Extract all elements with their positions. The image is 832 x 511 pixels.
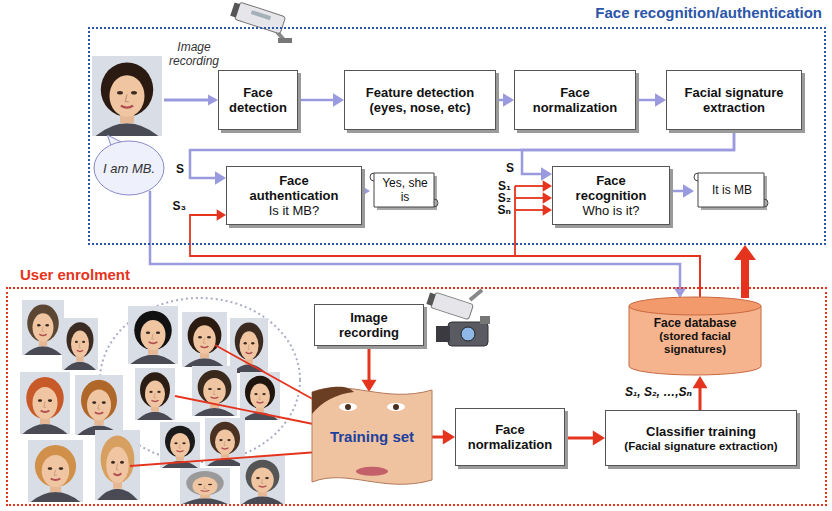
face-photo	[92, 56, 162, 136]
connector-arrow	[670, 184, 694, 198]
connector-line	[565, 437, 594, 440]
signature-label: S₁, S₂, …,Sₙ	[598, 385, 692, 399]
node-title: Feature detection (eyes, nose, etc)	[351, 85, 489, 115]
signature-label: S	[498, 162, 514, 174]
process-box: Face recognitionWho is it?	[552, 166, 670, 225]
collage-lines	[130, 345, 318, 466]
camera-icon	[426, 290, 482, 320]
node-title: Face normalization	[462, 422, 558, 452]
arrow-head	[543, 180, 552, 191]
arrow-head	[503, 93, 514, 107]
arrow-head	[541, 167, 552, 181]
node-title: Face authentication	[233, 173, 355, 203]
connector-line	[670, 190, 685, 193]
connector-line	[515, 185, 544, 187]
connector-arrow	[693, 376, 708, 410]
signature-label: Sₙ	[493, 204, 511, 216]
arrow-head	[215, 171, 226, 185]
process-box: Feature detection (eyes, nose, etc)	[344, 70, 496, 130]
node-title: Face normalization	[521, 85, 629, 115]
signature-label: S₂	[493, 192, 511, 204]
training-set: Training set	[312, 384, 432, 488]
node-subtitle: (Facial signature extraction)	[624, 439, 777, 453]
connector-arrow	[565, 431, 605, 446]
node-title: Facial signature extraction	[673, 85, 795, 115]
connector-line	[368, 346, 371, 381]
connector-arrow	[734, 245, 756, 298]
process-box: Facial signature extraction	[666, 70, 802, 130]
arrow-head	[683, 184, 694, 198]
connector-line	[636, 99, 657, 102]
speech-bubble: I am MB.	[93, 140, 165, 196]
connector-line	[515, 209, 544, 211]
arrow-head	[443, 430, 455, 445]
result-scroll: Yes, she is	[370, 171, 438, 211]
process-box: Face normalization	[455, 408, 565, 466]
arrow-head	[655, 93, 666, 107]
database-cylinder: Face database(stored facial signatures)	[628, 296, 762, 376]
face-collage	[20, 300, 285, 504]
connector-arrow	[636, 93, 666, 107]
node-title: Face recognition	[559, 173, 663, 203]
process-box: Image recording	[314, 304, 424, 346]
node-title: Image recording	[321, 310, 417, 340]
device-label: Image recording	[166, 40, 222, 68]
node-title: Face recognition/authentication	[595, 4, 822, 21]
connector-line	[432, 436, 444, 439]
node-title: Training set	[330, 428, 414, 445]
process-box: Classifier training(Facial signature ext…	[605, 410, 797, 466]
connector-line	[298, 99, 335, 102]
process-box: Face normalization	[514, 70, 636, 130]
process-box: Face detection	[218, 70, 298, 130]
node-subtitle: (stored facial signatures)	[634, 330, 756, 356]
signature-label: S	[168, 163, 184, 175]
camcorder-icon	[436, 316, 490, 346]
arrow-head	[543, 204, 552, 215]
node-title: Classifier training	[646, 424, 756, 439]
connector-arrow	[496, 93, 514, 107]
input-arrow	[164, 95, 218, 106]
connector-line	[699, 387, 702, 410]
fat-arrow	[734, 245, 756, 298]
signature-label: S₁	[493, 180, 511, 192]
node-title: It is MB	[712, 183, 752, 197]
arrow-head	[593, 431, 605, 446]
node-title: Face database	[654, 316, 737, 330]
process-box: Face authenticationIs it MB?	[226, 166, 362, 225]
node-title: User enrolment	[20, 266, 130, 283]
arrow-head	[333, 93, 344, 107]
camera-icon	[230, 0, 292, 43]
arrow-head	[693, 376, 708, 388]
connector-arrow	[298, 93, 344, 107]
signature-label: S₃	[164, 200, 186, 212]
arrow-head	[217, 209, 226, 220]
node-title: Face detection	[225, 85, 291, 115]
node-subtitle: Is it MB?	[269, 203, 320, 218]
result-scroll: It is MB	[694, 171, 768, 211]
arrow-head	[543, 192, 552, 203]
connector-arrow	[432, 430, 455, 445]
region-band: User enrolmentImage recordingTraining se…	[6, 287, 827, 506]
node-subtitle: Who is it?	[582, 203, 639, 218]
node-title: Yes, she is	[378, 176, 432, 204]
connector-line	[515, 197, 544, 199]
connector-arrow	[362, 346, 377, 392]
node-title: I am MB.	[103, 161, 155, 176]
